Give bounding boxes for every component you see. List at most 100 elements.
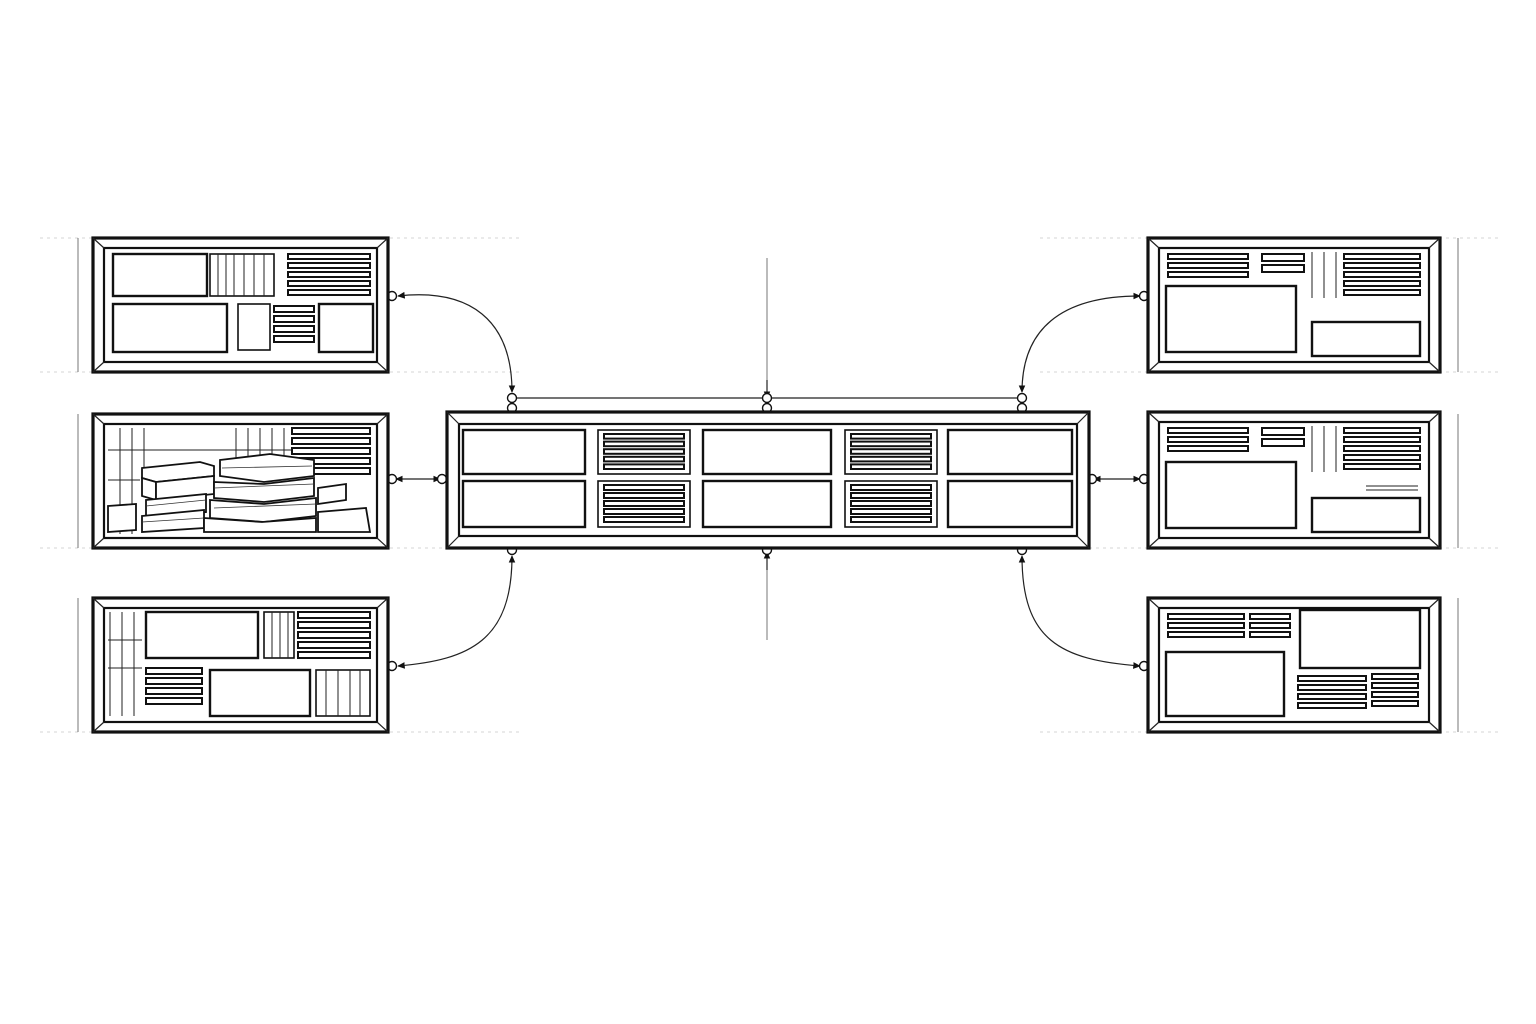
louvre-slats — [1249, 613, 1291, 638]
right-top-module — [1146, 236, 1442, 374]
slat-bar — [297, 621, 371, 629]
panel-block — [1310, 496, 1422, 534]
panel-block — [1298, 608, 1422, 670]
louvre-slats — [1343, 253, 1421, 296]
slat-bar — [603, 508, 685, 515]
slat-bar — [850, 508, 932, 515]
slat-bar — [273, 305, 315, 313]
louvre-slats — [1261, 253, 1305, 273]
slat-bar — [287, 262, 371, 269]
louvre-slats — [1261, 427, 1305, 447]
slat-bar — [1343, 271, 1421, 278]
slat-bar — [1167, 445, 1249, 452]
panel-block — [111, 252, 209, 298]
right-bottom-module — [1146, 596, 1442, 734]
slat-bar — [1167, 427, 1249, 434]
slat-bar — [850, 463, 932, 470]
slat-bar — [603, 484, 685, 491]
slat-bar — [273, 335, 315, 343]
left-top-module — [91, 236, 390, 374]
louvre-slats — [1167, 613, 1245, 638]
slat-bar — [603, 433, 685, 440]
slat-bar — [1297, 675, 1367, 682]
slat-bar — [1343, 262, 1421, 269]
slat-bar — [603, 440, 685, 448]
center-louvre-cell — [844, 480, 938, 528]
vertical-slats — [1311, 252, 1337, 298]
slat-bar — [1167, 271, 1249, 278]
center-panel-cell — [701, 428, 833, 476]
center-panel-cell — [946, 479, 1074, 529]
slat-bar — [1343, 445, 1421, 452]
slat-bar — [1297, 702, 1367, 709]
slat-bar — [1167, 262, 1249, 269]
panel-block — [1164, 460, 1298, 530]
slat-bar — [603, 455, 685, 463]
slat-bar — [297, 611, 371, 619]
louvre-slats — [1297, 675, 1367, 709]
louvre-slats — [145, 667, 203, 705]
left-bottom-module — [91, 596, 390, 734]
vertical-slats — [209, 253, 275, 297]
slat-bar — [1167, 613, 1245, 620]
slat-bar — [850, 440, 932, 448]
slat-bar — [1249, 622, 1291, 629]
stacked-boxes-illustration — [107, 453, 372, 533]
slat-bar — [1297, 684, 1367, 691]
panel-block — [317, 302, 375, 354]
slat-bar — [1371, 700, 1419, 707]
slat-bar — [1343, 289, 1421, 296]
slat-bar — [603, 516, 685, 523]
louvre-slats — [287, 253, 371, 296]
panel-block — [1310, 320, 1422, 358]
slat-bar — [1261, 427, 1305, 436]
slat-bar — [287, 271, 371, 278]
slat-bar — [273, 325, 315, 333]
slat-bar — [1167, 436, 1249, 443]
slat-bar — [1343, 436, 1421, 443]
slat-bar — [1167, 622, 1245, 629]
center-panel-cell — [946, 428, 1074, 476]
slat-bar — [603, 500, 685, 507]
center-louvre-cell — [597, 429, 691, 475]
slat-bar — [1343, 253, 1421, 260]
connector-right-bottom — [1018, 555, 1141, 669]
slat-bar — [145, 687, 203, 695]
node-top-center — [761, 392, 773, 404]
slat-bar — [603, 492, 685, 499]
slat-bar — [1371, 673, 1419, 680]
slat-bar — [1249, 631, 1291, 638]
slat-bar — [273, 315, 315, 323]
slat-bar — [850, 455, 932, 463]
louvre-slats — [1167, 253, 1249, 278]
slat-bar — [603, 463, 685, 470]
connector-left-top — [397, 291, 516, 393]
vertical-slats — [263, 611, 295, 659]
slat-bar — [297, 651, 371, 659]
louvre-slats — [297, 611, 371, 659]
center-panel-cell — [461, 479, 587, 529]
louvre-slats — [273, 305, 315, 343]
slat-bar — [1343, 454, 1421, 461]
center-panel-cell — [701, 479, 833, 529]
slat-bar — [850, 433, 932, 440]
connector-left-bottom — [397, 555, 516, 669]
vertical-slats — [1311, 426, 1337, 472]
center-louvre-cell — [844, 429, 938, 475]
slat-bar — [287, 280, 371, 287]
slat-bar — [291, 427, 371, 435]
slat-bar — [1371, 691, 1419, 698]
slat-bar — [287, 289, 371, 296]
node-top-left — [506, 392, 518, 404]
panel-block — [144, 610, 260, 660]
connector-right-top — [1018, 292, 1141, 393]
louvre-slats — [1343, 427, 1421, 470]
panel-block — [1164, 650, 1286, 718]
slat-bar — [603, 448, 685, 455]
slat-bar — [850, 492, 932, 499]
louvre-slats — [1371, 673, 1419, 707]
slat-bar — [145, 697, 203, 705]
slat-bar — [850, 484, 932, 491]
